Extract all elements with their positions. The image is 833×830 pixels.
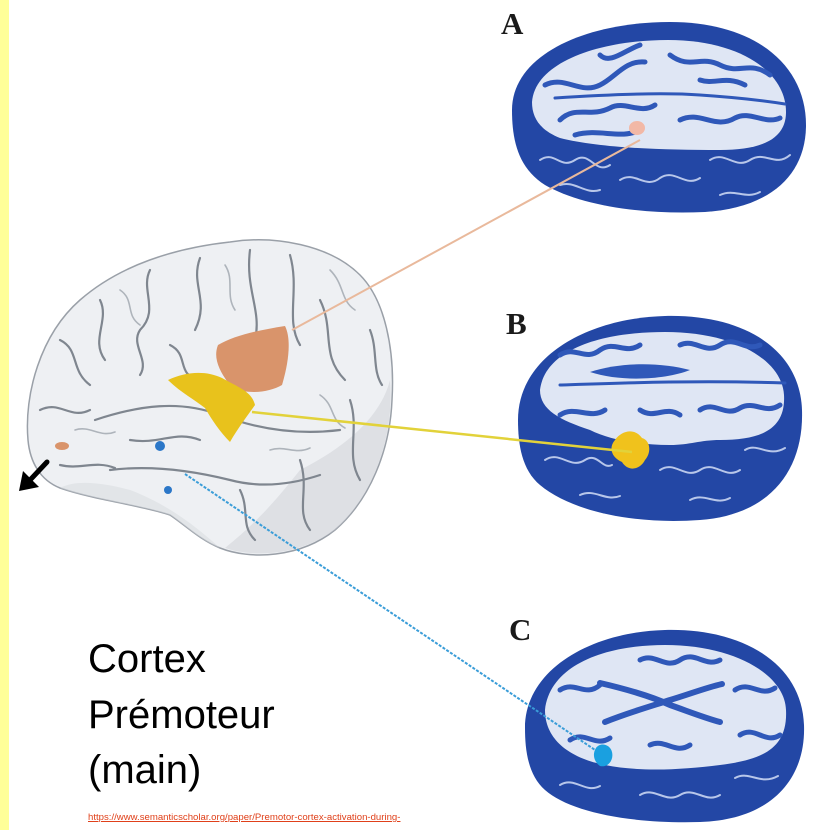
panel-label-b: B: [506, 306, 527, 341]
slice-c: C: [509, 612, 804, 822]
connector-a: [292, 140, 640, 330]
lateral-brain: [19, 240, 393, 555]
panel-label-a: A: [501, 6, 524, 41]
caption-line-2: Prémoteur: [88, 693, 275, 737]
side-strip: [0, 0, 9, 830]
slice-a-activation-spot: [629, 121, 645, 135]
region-frontal-spot: [55, 442, 69, 450]
caption-line-3: (main): [88, 748, 201, 792]
source-link[interactable]: https://www.semanticscholar.org/paper/Pr…: [88, 812, 400, 824]
region-c-dot-lower: [164, 486, 172, 494]
caption: Cortex Prémoteur (main): [88, 637, 275, 792]
slice-b: B: [506, 306, 802, 521]
region-c-dot: [155, 441, 165, 451]
slice-a: A: [501, 6, 806, 213]
panel-label-c: C: [509, 612, 531, 647]
caption-line-1: Cortex: [88, 637, 206, 681]
